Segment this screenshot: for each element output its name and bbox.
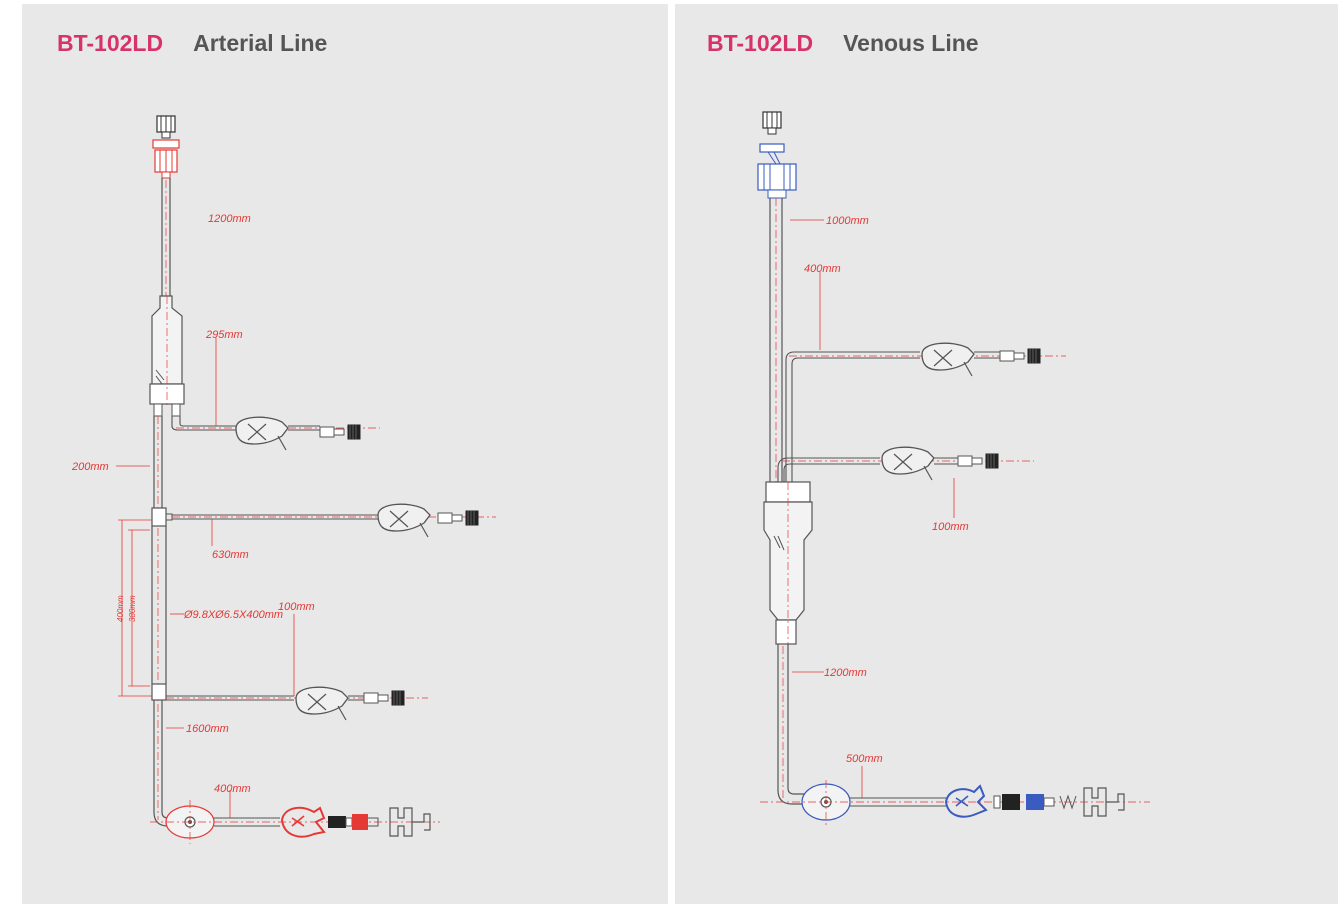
arterial-name: Arterial Line [193, 30, 328, 56]
arterial-dim-400: 400mm [214, 783, 251, 795]
venous-title: BT-102LD Venous Line [707, 30, 979, 57]
arterial-dim-tube-size: Ø9.8XØ6.5X400mm [183, 609, 283, 621]
arterial-dim-630: 630mm [212, 549, 249, 561]
venous-code: BT-102LD [707, 30, 814, 56]
arterial-code: BT-102LD [57, 30, 164, 56]
venous-line-drawing [757, 111, 1150, 826]
arterial-dim-1200: 1200mm [208, 213, 251, 225]
venous-dim-1200: 1200mm [824, 667, 867, 679]
arterial-dim-380-vertical: 380mm [128, 595, 137, 622]
arterial-dim-400-vertical: 400mm [116, 595, 125, 622]
arterial-dim-100: 100mm [278, 601, 315, 613]
venous-dim-400: 400mm [804, 263, 841, 275]
venous-dim-1000: 1000mm [826, 215, 869, 227]
arterial-line-panel [22, 4, 668, 904]
arterial-line-drawing [116, 115, 496, 844]
arterial-dim-1600: 1600mm [186, 723, 229, 735]
arterial-dim-295: 295mm [205, 329, 243, 341]
venous-dim-500: 500mm [846, 753, 883, 765]
arterial-title: BT-102LD Arterial Line [57, 30, 327, 57]
arterial-dim-200: 200mm [71, 461, 109, 473]
venous-dim-100: 100mm [932, 521, 969, 533]
venous-name: Venous Line [843, 30, 979, 56]
